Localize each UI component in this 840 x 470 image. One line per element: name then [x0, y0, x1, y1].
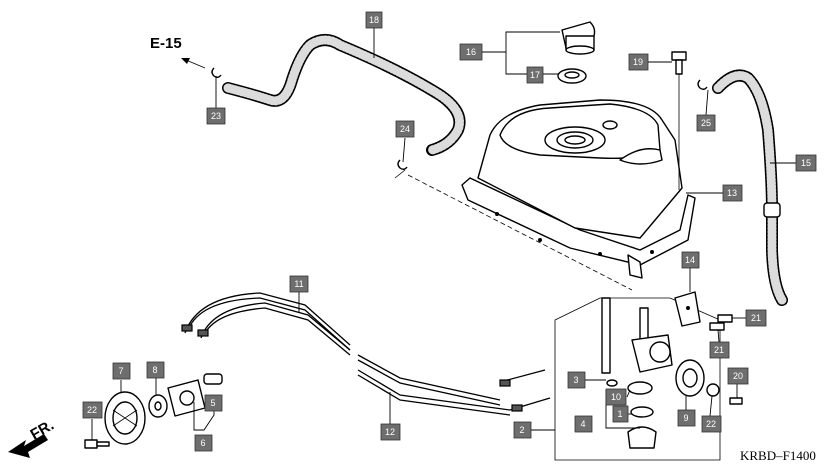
svg-text:11: 11	[294, 279, 303, 289]
svg-text:8: 8	[152, 365, 157, 375]
callout-25: 25	[696, 114, 716, 132]
svg-text:25: 25	[701, 118, 711, 128]
callout-24-top: 23	[206, 107, 226, 125]
svg-text:22: 22	[87, 405, 97, 415]
fuel-cock	[601, 297, 673, 374]
callout-8: 8	[146, 361, 165, 379]
svg-text:20: 20	[733, 371, 743, 381]
o-ring	[630, 406, 654, 418]
collar-icon	[203, 373, 223, 385]
callout-16: 16	[459, 43, 483, 61]
callout-5: 5	[204, 394, 223, 412]
callout-6: 6	[194, 434, 213, 452]
screw-icon	[717, 314, 733, 323]
callout-17: 17	[526, 66, 544, 84]
hose-clip-icon	[211, 67, 222, 78]
callout-18: 18	[365, 11, 383, 29]
valve-diaphragm	[675, 359, 705, 397]
cap-gasket	[557, 68, 587, 84]
svg-text:21: 21	[751, 313, 761, 323]
washer-icon	[706, 383, 720, 397]
callout-12: 12	[380, 423, 401, 441]
svg-text:23: 23	[211, 111, 221, 121]
svg-text:10: 10	[611, 392, 621, 402]
callout-11: 11	[289, 275, 309, 293]
bolt-icon	[671, 51, 687, 75]
throttle-cables	[181, 292, 551, 416]
throttle-housing	[167, 379, 206, 417]
svg-text:9: 9	[683, 413, 688, 423]
vent-hose-15	[712, 69, 788, 306]
svg-text:24: 24	[400, 124, 410, 134]
svg-text:3: 3	[573, 375, 578, 385]
fuel-cock-bracket	[674, 291, 701, 327]
callout-9: 9	[677, 409, 696, 427]
callout-13: 13	[722, 184, 743, 202]
callout-19: 19	[628, 53, 649, 71]
callout-3: 3	[567, 371, 586, 389]
callout-23: 22	[701, 415, 722, 433]
svg-text:6: 6	[200, 438, 205, 448]
callout-21-lower: 21	[709, 341, 730, 359]
svg-text:22: 22	[706, 419, 716, 429]
callout-22: 22	[82, 401, 103, 419]
bolt-icon	[84, 439, 110, 449]
svg-text:16: 16	[466, 47, 476, 57]
svg-text:19: 19	[633, 57, 643, 67]
svg-text:4: 4	[580, 419, 585, 429]
callout-10: 10	[605, 388, 627, 406]
callout-15: 15	[795, 154, 817, 172]
svg-text:21: 21	[714, 345, 724, 355]
callout-14: 14	[681, 251, 700, 269]
callout-20: 20	[727, 367, 749, 385]
fuel-cap	[561, 21, 596, 55]
svg-text:18: 18	[369, 15, 379, 25]
washer-icon	[606, 379, 618, 387]
screen-filter	[627, 381, 653, 395]
callout-4: 4	[574, 415, 593, 433]
washer-icon	[148, 394, 168, 418]
front-marker: FR.	[28, 417, 57, 444]
front-direction-arrow-icon	[8, 434, 48, 458]
hose-clip-icon	[697, 79, 708, 90]
svg-text:5: 5	[210, 398, 215, 408]
callout-24-middle: 24	[395, 120, 415, 138]
svg-text:15: 15	[801, 158, 811, 168]
diagram-code: KRBD–F1400	[740, 448, 816, 463]
throttle-pulley	[104, 391, 146, 445]
svg-text:12: 12	[385, 427, 395, 437]
fuel-hose-18	[222, 34, 466, 156]
callout-2: 2	[513, 421, 532, 439]
sediment-cup	[627, 426, 657, 449]
reference-label: E-15	[150, 35, 182, 52]
svg-text:2: 2	[519, 425, 524, 435]
screw-icon	[729, 397, 743, 405]
svg-text:17: 17	[530, 70, 540, 80]
svg-text:14: 14	[685, 255, 695, 265]
svg-text:13: 13	[727, 188, 737, 198]
fuel-tank	[461, 99, 696, 279]
screw-icon	[709, 322, 725, 331]
callout-21-top: 21	[745, 309, 767, 327]
svg-text:1: 1	[617, 409, 622, 419]
callout-7: 7	[112, 362, 131, 380]
hose-clip-icon	[397, 159, 408, 170]
reference-arrow-icon	[181, 58, 206, 69]
callout-1: 1	[612, 405, 629, 423]
svg-text:7: 7	[118, 366, 123, 376]
